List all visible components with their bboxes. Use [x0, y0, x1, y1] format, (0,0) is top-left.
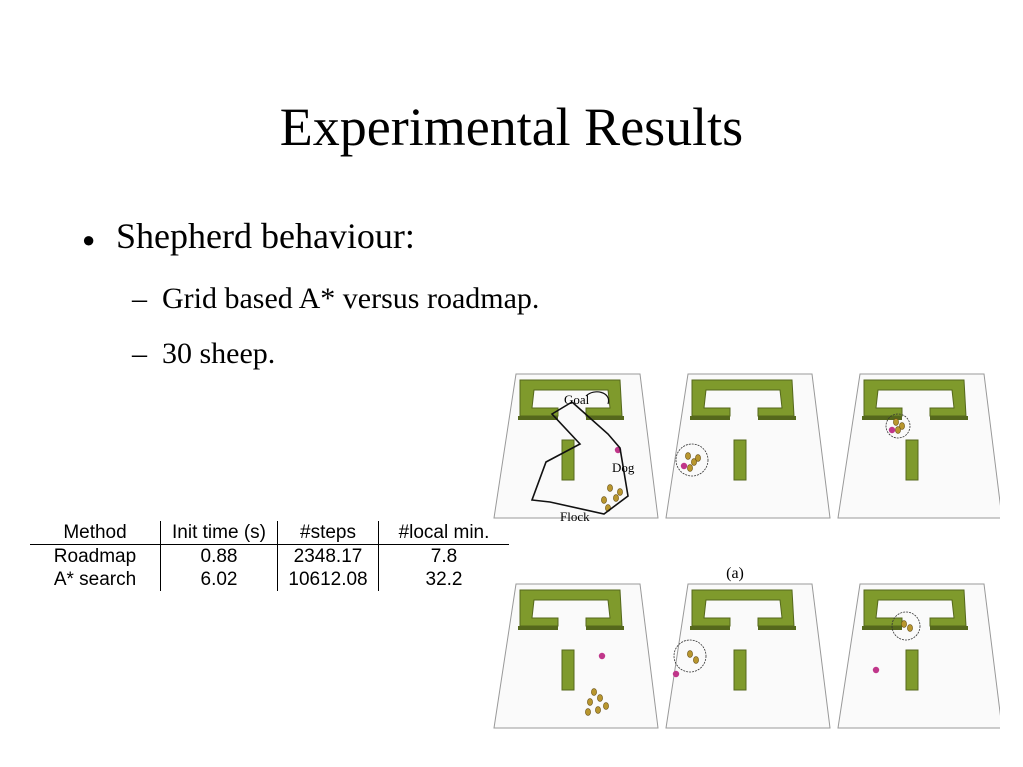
- arena-panel: [837, 373, 1000, 519]
- wall-pillar: [733, 649, 747, 691]
- dog-marker: [888, 426, 896, 434]
- arena-panel: [665, 373, 831, 519]
- sub-bullet-text: Grid based A* versus roadmap.: [162, 282, 540, 315]
- sub-bullet-item: –Grid based A* versus roadmap.: [132, 279, 539, 319]
- goal-label: Goal: [564, 392, 590, 407]
- path-overlay: Goal Dog Flock: [530, 391, 635, 524]
- wall-shadow: [758, 416, 796, 420]
- flock-circle: [891, 611, 921, 641]
- results-table: Method Init time (s) #steps #local min. …: [30, 521, 509, 591]
- sheep-marker: [603, 702, 609, 710]
- goal-arrow: [585, 391, 610, 405]
- wall-shadow: [586, 626, 624, 630]
- flock-circle: [673, 639, 707, 673]
- arena-floor: [837, 373, 1000, 519]
- table-cell: 7.8: [430, 546, 458, 567]
- sub-bullet-item: –30 sheep.: [132, 334, 275, 374]
- table-cell: 2348.17: [277, 544, 379, 568]
- column-header: #steps: [277, 521, 379, 545]
- wall-shadow: [586, 416, 624, 420]
- wall-shadow: [930, 416, 968, 420]
- sheep-marker: [895, 426, 901, 434]
- flock-circle: [885, 413, 911, 439]
- wall-pillar: [561, 649, 575, 691]
- sheep-marker: [595, 706, 601, 714]
- table-row: Roadmap 0.88 2348.17 7.8: [30, 544, 509, 568]
- sheep-marker: [587, 698, 593, 706]
- arena-panel: [837, 583, 1000, 729]
- flock-circle: [675, 443, 709, 477]
- wall-pillar: [905, 439, 919, 481]
- sheep-marker: [617, 488, 623, 496]
- wall-shadow: [862, 416, 902, 420]
- dog-marker: [598, 652, 606, 660]
- sheep-marker: [607, 484, 613, 492]
- sheep-marker: [613, 494, 619, 502]
- table-cell: 0.88: [160, 544, 278, 568]
- arena-panel: [493, 583, 659, 729]
- flock-label: Flock: [560, 509, 590, 524]
- sheep-marker: [585, 708, 591, 716]
- wall-pillar: [561, 439, 575, 481]
- sheep-marker: [893, 418, 899, 426]
- column-header: Method: [30, 521, 161, 545]
- sheep-marker: [695, 454, 701, 462]
- sheep-marker: [691, 458, 697, 466]
- wall-pillar: [733, 439, 747, 481]
- panel-caption: (a): [726, 565, 744, 582]
- dog-marker: [672, 670, 680, 678]
- sub-bullet-text: 30 sheep.: [162, 337, 276, 370]
- simulation-figure: Goal Dog Flock (a): [480, 362, 1000, 742]
- sheep-marker: [687, 650, 693, 658]
- arena-floor: [665, 373, 831, 519]
- wall-shadow: [518, 416, 558, 420]
- bullet-text: Shepherd behaviour:: [116, 216, 415, 256]
- wall-shadow: [862, 626, 902, 630]
- wall-shadow: [930, 626, 968, 630]
- wall-shadow: [690, 626, 730, 630]
- sheep-marker: [601, 496, 607, 504]
- sheep-marker: [591, 688, 597, 696]
- slide-title: Experimental Results: [279, 97, 744, 157]
- column-header: Init time (s): [160, 521, 278, 545]
- wall-shadow: [758, 626, 796, 630]
- sheep-marker: [899, 422, 905, 430]
- table-row: A* search 6.02 10612.08 32.2: [30, 568, 509, 591]
- table-cell: A* search: [30, 568, 161, 591]
- table-cell: 6.02: [160, 568, 278, 591]
- dog-marker: [680, 462, 688, 470]
- simulation-panels: Goal Dog Flock (a): [493, 373, 1000, 729]
- dog-marker: [872, 666, 880, 674]
- sheep-marker: [901, 620, 907, 628]
- table-header-row: Method Init time (s) #steps #local min.: [30, 521, 509, 545]
- dash-icon: –: [132, 282, 147, 315]
- dash-icon: –: [132, 337, 147, 370]
- sheep-marker: [907, 624, 913, 632]
- arena-floor: [493, 583, 659, 729]
- sheep-marker: [685, 452, 691, 460]
- sheep-marker: [687, 464, 693, 472]
- dog-label: Dog: [612, 460, 635, 475]
- planned-path: [530, 401, 629, 515]
- wall-shadow: [690, 416, 730, 420]
- wall-pillar: [905, 649, 919, 691]
- arena-panel: [665, 583, 831, 729]
- wall-shadow: [518, 626, 558, 630]
- arena-floor: [837, 583, 1000, 729]
- table-cell: 10612.08: [277, 568, 379, 591]
- column-header: #local min.: [398, 522, 490, 543]
- bullet-item: ● Shepherd behaviour:: [82, 212, 415, 264]
- table-cell: 32.2: [425, 569, 463, 590]
- sheep-marker: [597, 694, 603, 702]
- bullet-dot-icon: ●: [82, 226, 96, 252]
- sheep-marker: [693, 656, 699, 664]
- table-cell: Roadmap: [30, 544, 161, 568]
